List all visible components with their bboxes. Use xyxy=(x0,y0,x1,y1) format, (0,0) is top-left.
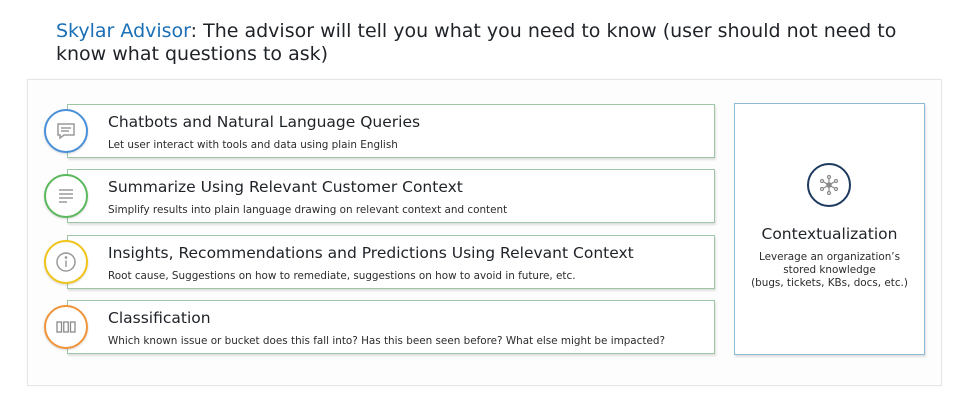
info-icon xyxy=(44,240,88,284)
row-description: Which known issue or bucket does this fa… xyxy=(108,335,665,347)
row-title: Insights, Recommendations and Prediction… xyxy=(108,244,634,262)
row-chatbots: Chatbots and Natural Language Queries Le… xyxy=(67,104,715,158)
row-description: Simplify results into plain language dra… xyxy=(108,204,508,216)
text-lines-icon xyxy=(44,174,88,218)
side-description: Leverage an organization’s stored knowle… xyxy=(751,251,908,289)
page-title: Skylar Advisor: The advisor will tell yo… xyxy=(56,20,916,66)
network-hub-icon xyxy=(807,163,851,207)
row-title: Summarize Using Relevant Customer Contex… xyxy=(108,178,463,196)
row-description: Root cause, Suggestions on how to remedi… xyxy=(108,270,576,282)
row-classification: Classification Which known issue or buck… xyxy=(67,300,715,354)
chat-bubble-icon xyxy=(44,109,88,153)
row-summarize: Summarize Using Relevant Customer Contex… xyxy=(67,169,715,223)
title-accent: Skylar Advisor xyxy=(56,20,191,42)
row-description: Let user interact with tools and data us… xyxy=(108,139,398,151)
row-title: Chatbots and Natural Language Queries xyxy=(108,113,421,131)
side-title: Contextualization xyxy=(761,225,898,243)
title-text: : The advisor will tell you what you nee… xyxy=(56,20,897,65)
buckets-icon xyxy=(44,305,88,349)
row-title: Classification xyxy=(108,309,211,327)
row-insights: Insights, Recommendations and Prediction… xyxy=(67,235,715,289)
contextualization-box: Contextualization Leverage an organizati… xyxy=(734,103,925,355)
